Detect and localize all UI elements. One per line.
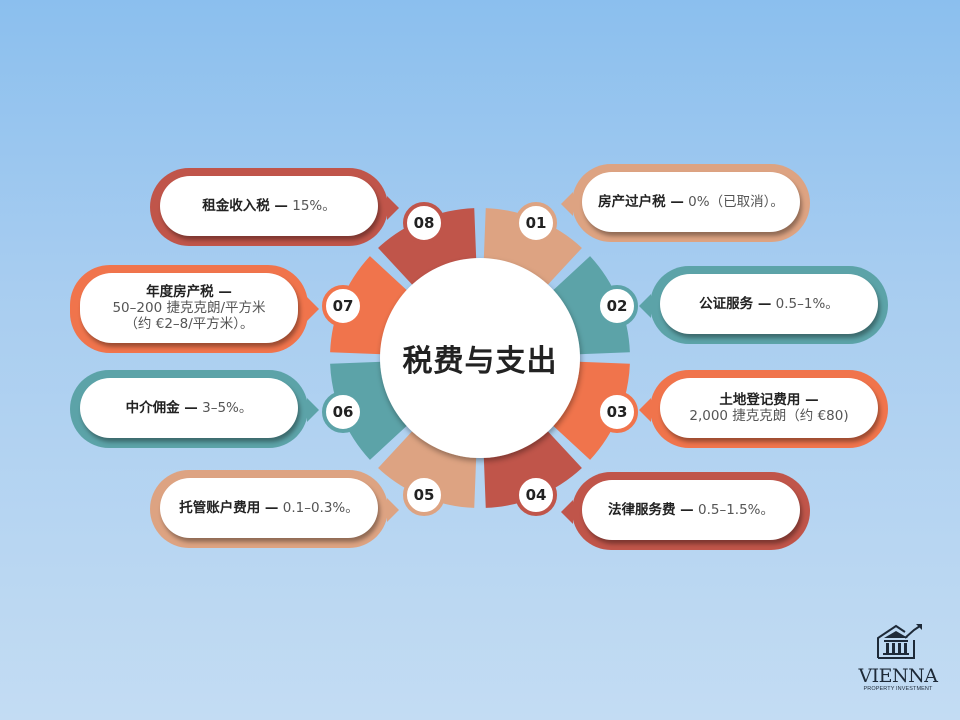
logo-subtitle: PROPERTY INVESTMENT [863,686,933,692]
item-03-value: 2,000 捷克克朗（约 €80) [689,408,849,424]
ring-segment-01 [483,208,582,288]
item-02-value: 0.5–1%。 [775,296,839,312]
item-05-label: 托管账户费用 — [179,500,279,516]
badge-05: 05 [403,474,445,516]
item-05-bubble: 托管账户费用 — 0.1–0.3%。 [150,470,399,548]
item-03-label: 土地登记费用 — [719,392,819,408]
ring-segment-07 [330,256,410,355]
item-02-bubble: 公证服务 — 0.5–1%。 [639,266,888,344]
badge-01: 01 [515,202,557,244]
badge-03: 03 [596,391,638,433]
building-growth-icon [877,624,922,659]
item-08-value: 15%。 [292,198,336,214]
badge-04: 04 [515,474,557,516]
ring-segment-06 [330,361,410,460]
pointer [307,297,319,321]
item-06-bubble: 中介佣金 — 3–5%。 [70,370,319,448]
item-03-bubble: 土地登记费用 — 2,000 捷克克朗（约 €80) [639,370,888,448]
item-06-label: 中介佣金 — [125,400,198,416]
pointer [639,398,651,422]
item-08-label: 租金收入税 — [202,198,288,214]
item-07-bubble: 年度房产税 — 50–200 捷克克朗/平方米 （约 €2–8/平方米）。 [70,265,319,353]
badge-06: 06 [322,391,364,433]
ring-segment-05 [378,428,477,508]
badge-08: 08 [403,202,445,244]
item-01-label: 房产过户税 — [598,194,684,210]
pointer [561,192,573,216]
badge-02: 02 [596,285,638,327]
item-07-value: 50–200 捷克克朗/平方米 [112,300,266,316]
ring-segment-04 [483,428,582,508]
vienna-logo: VIENNA PROPERTY INVESTMENT [858,622,938,692]
pointer [387,196,399,220]
item-07-value-2: （约 €2–8/平方米）。 [124,316,254,332]
item-01-bubble: 房产过户税 — 0%（已取消）。 [561,164,810,242]
center-circle [380,258,580,458]
item-08-bubble: 租金收入税 — 15%。 [150,168,399,246]
item-05-value: 0.1–0.3%。 [282,500,359,516]
pointer [639,294,651,318]
item-02-label: 公证服务 — [699,296,772,312]
diagram-title: 税费与支出 [402,344,558,379]
item-07-label: 年度房产税 — [146,284,232,300]
pointer [307,398,319,422]
item-01-value: 0%（已取消）。 [688,194,784,210]
item-06-value: 3–5%。 [202,400,253,416]
ring-segment-03 [550,361,630,460]
item-04-label: 法律服务费 — [607,502,694,518]
logo-name: VIENNA [858,665,938,687]
item-04-bubble: 法律服务费 — 0.5–1.5%。 [561,472,810,550]
pointer [387,498,399,522]
ring-segment-08 [378,208,477,288]
item-04-value: 0.5–1.5%。 [697,502,775,518]
pointer [561,500,573,524]
ring-segment-02 [550,256,630,355]
badge-07: 07 [322,285,364,327]
